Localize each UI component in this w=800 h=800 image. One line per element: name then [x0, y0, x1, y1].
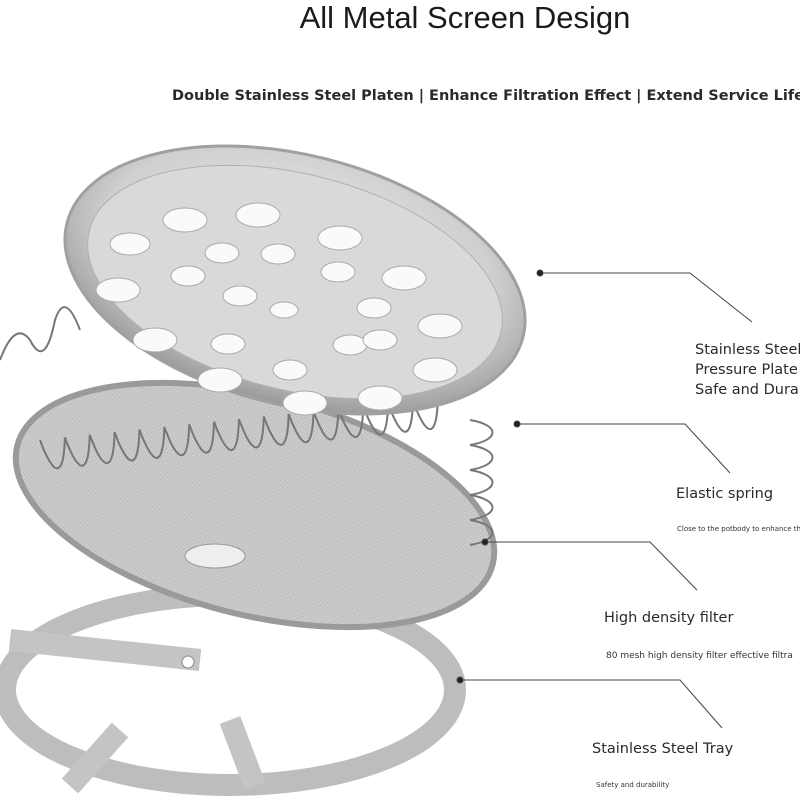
- callout-line: Stainless Steel: [695, 342, 800, 358]
- callout-filter-note: 80 mesh high density filter effective fi…: [606, 651, 793, 661]
- callout-line: Pressure Plate: [695, 362, 798, 378]
- page-title: All Metal Screen Design: [299, 0, 631, 35]
- callout-filter-title: High density filter: [604, 610, 734, 626]
- elastic-spring: [0, 306, 494, 546]
- leader-line-filter: [485, 541, 698, 591]
- subtitle: Double Stainless Steel Platen | Enhance …: [172, 88, 800, 104]
- callout-tray-note: Safety and durability: [596, 781, 670, 789]
- callout-spring-note: Close to the potbody to enhance the: [677, 525, 800, 533]
- callout-pressure-plate: Stainless Steel Pressure Plate Safe and …: [695, 340, 800, 400]
- leader-line-plate: [540, 272, 753, 323]
- callout-spring-title: Elastic spring: [676, 486, 774, 502]
- leader-dot: [513, 420, 521, 428]
- leader-dot: [481, 538, 489, 546]
- callout-tray-title: Stainless Steel Tray: [592, 741, 734, 757]
- leader-line-tray: [460, 679, 723, 729]
- leader-lines: [456, 269, 753, 729]
- leader-dot: [456, 676, 464, 684]
- callout-line: Safe and Dura: [695, 382, 799, 398]
- pressure-plate: [63, 144, 527, 416]
- leader-line-spring: [517, 423, 731, 474]
- leader-dot: [536, 269, 544, 277]
